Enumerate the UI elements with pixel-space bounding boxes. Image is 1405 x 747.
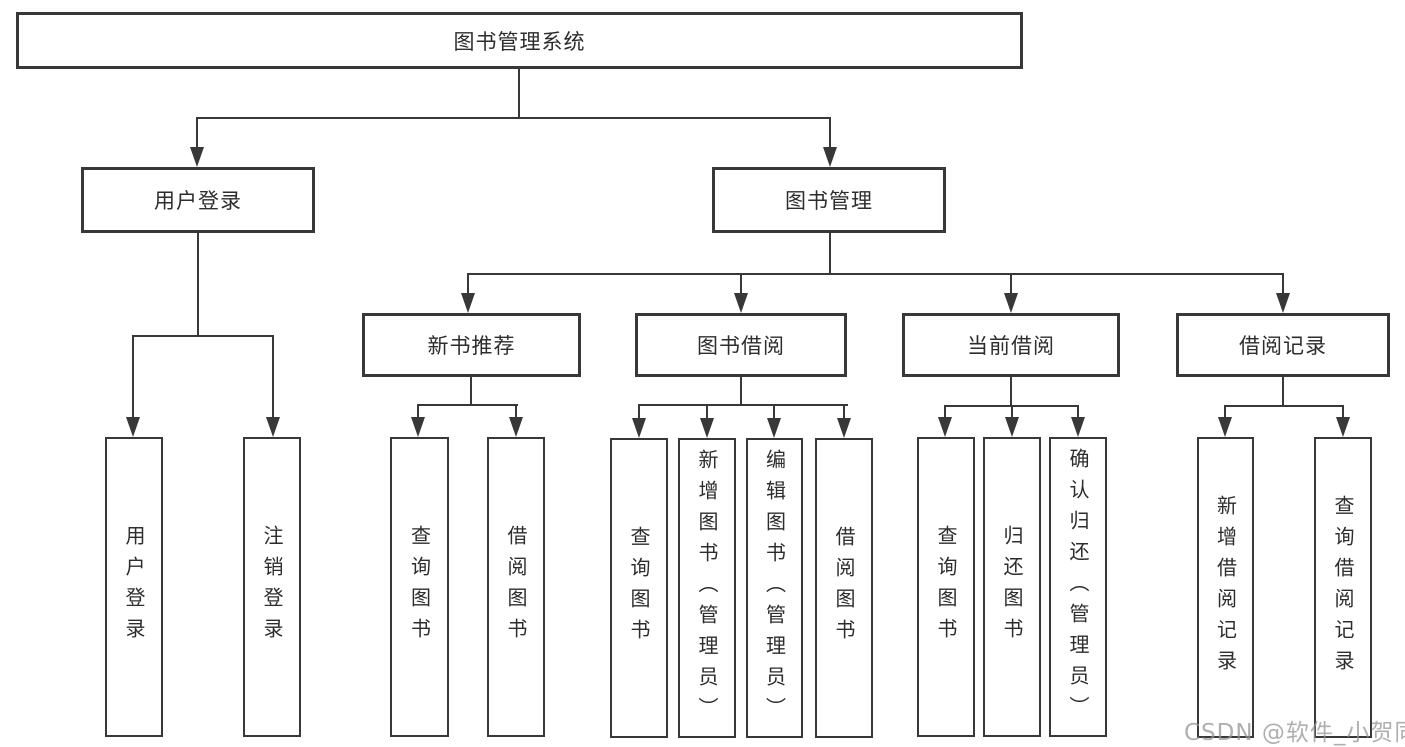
connector-line [1010,377,1012,407]
arrow-down-icon [190,147,204,167]
connector-line [1010,273,1012,297]
leaf-query-books-3-label: 查询图书 [934,525,958,649]
arrow-down-icon [767,418,781,438]
connector-line [638,404,640,420]
leaf-user-login: 用户登录 [105,437,163,737]
leaf-return-books: 归还图书 [983,437,1041,737]
arrow-down-icon [700,418,714,438]
connector-line [843,404,845,420]
leaf-add-borrow-record-label: 新增借阅记录 [1213,494,1238,681]
connector-line [638,404,848,406]
leaf-query-books-2: 查询图书 [610,438,668,738]
node-borrow-records: 借阅记录 [1176,313,1390,377]
connector-line [1282,377,1284,407]
connector-line [1342,405,1344,420]
arrow-down-icon [509,417,523,437]
connector-line [740,377,742,406]
node-book-management-branch-label: 图书管理 [785,189,873,213]
node-new-book-recommend: 新书推荐 [362,313,581,377]
leaf-confirm-return-admin-label: 确认归还（管理员） [1066,447,1090,727]
node-new-book-recommend-label: 新书推荐 [427,334,516,358]
node-borrow-records-label: 借阅记录 [1239,334,1327,358]
leaf-borrow-books-1: 借阅图书 [487,437,545,737]
arrow-down-icon [1004,293,1018,313]
arrow-down-icon [1336,417,1350,437]
connector-line [1224,405,1226,420]
connector-line [132,335,134,420]
node-book-borrow: 图书借阅 [635,313,847,377]
leaf-add-borrow-record: 新增借阅记录 [1197,437,1254,738]
connector-line [467,273,469,297]
connector-line [829,117,831,150]
arrow-down-icon [126,417,140,437]
arrow-down-icon [461,293,475,313]
arrow-down-icon [632,418,646,438]
leaf-user-login-label: 用户登录 [122,525,146,649]
arrow-down-icon [1218,417,1232,437]
connector-line [1011,405,1013,420]
leaf-borrow-books-2-label: 借阅图书 [832,526,856,650]
leaf-query-books-3: 查询图书 [917,437,975,737]
leaf-borrow-books-2: 借阅图书 [815,438,873,738]
arrow-down-icon [837,418,851,438]
leaf-logout-label: 注销登录 [260,525,284,649]
arrow-down-icon [938,417,952,437]
arrow-down-icon [411,417,425,437]
arrow-down-icon [1071,417,1085,437]
node-user-login-branch: 用户登录 [81,167,315,233]
csdn-watermark: CSDN @软件_小贺同学 [1184,720,1405,746]
connector-line [197,233,199,337]
leaf-query-borrow-record: 查询借阅记录 [1314,437,1372,738]
connector-line [196,117,831,119]
node-current-borrow-label: 当前借阅 [967,334,1055,358]
leaf-edit-books-admin: 编辑图书（管理员） [746,438,803,738]
leaf-confirm-return-admin: 确认归还（管理员） [1049,437,1107,737]
arrow-down-icon [823,147,837,167]
connector-line [706,404,708,420]
connector-line [515,404,517,420]
connector-line [1077,405,1079,420]
leaf-query-books-2-label: 查询图书 [627,526,651,650]
connector-line [518,69,520,119]
leaf-query-borrow-record-label: 查询借阅记录 [1331,494,1355,681]
connector-line [470,377,472,406]
connector-line [1282,273,1284,297]
leaf-logout: 注销登录 [243,437,301,737]
leaf-add-books-admin-label: 新增图书（管理员） [695,448,719,728]
connector-line [467,273,1284,275]
connector-line [829,233,831,275]
arrow-down-icon [734,293,748,313]
connector-line [773,404,775,420]
connector-line [944,405,946,420]
arrow-down-icon [1005,417,1019,437]
arrow-down-icon [1276,293,1290,313]
node-root: 图书管理系统 [16,12,1023,69]
arrow-down-icon [266,417,280,437]
node-user-login-branch-label: 用户登录 [154,189,242,213]
node-book-borrow-label: 图书借阅 [697,334,785,358]
node-book-management-branch: 图书管理 [712,167,946,233]
leaf-borrow-books-1-label: 借阅图书 [504,525,528,649]
leaf-return-books-label: 归还图书 [1000,525,1024,649]
node-root-label: 图书管理系统 [453,29,586,54]
leaf-edit-books-admin-label: 编辑图书（管理员） [762,448,787,728]
leaf-query-books-1-label: 查询图书 [407,525,432,649]
connector-line [417,404,419,420]
connector-line [1224,405,1344,407]
leaf-add-books-admin: 新增图书（管理员） [678,438,736,738]
connector-line [196,117,198,150]
connector-line [272,335,274,420]
connector-line [417,404,518,406]
connector-line [132,335,274,337]
leaf-query-books-1: 查询图书 [390,437,449,737]
connector-line [740,273,742,297]
node-current-borrow: 当前借阅 [902,313,1120,377]
